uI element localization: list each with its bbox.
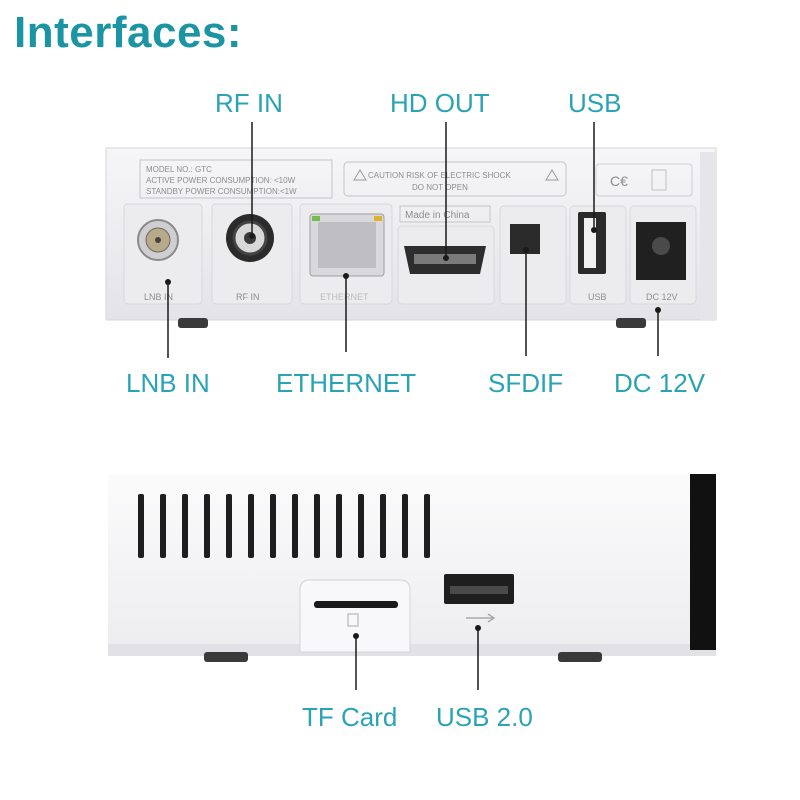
callout-dc-12v: DC 12V xyxy=(614,368,706,398)
rear-side xyxy=(700,152,716,320)
certification-box xyxy=(595,163,693,197)
usb2-port-tongue xyxy=(450,586,508,594)
leader-ethernet-dot xyxy=(343,273,349,279)
usb-port-label: USB xyxy=(588,292,607,302)
dc-port-label: DC 12V xyxy=(646,292,678,302)
active-power-text: ACTIVE POWER CONSUMPTION: <10W xyxy=(146,176,296,185)
warning-triangle-icon xyxy=(545,169,559,181)
dc-port-pin xyxy=(652,237,670,255)
leader-sfdif-dot xyxy=(523,247,529,253)
sd-card-icon xyxy=(347,613,359,627)
ethernet-led-icon xyxy=(312,216,320,221)
rear-foot-right xyxy=(616,318,646,328)
side-foot-left xyxy=(204,652,248,662)
spdif-recess xyxy=(499,205,567,305)
leader-rf-in-dot xyxy=(249,233,255,239)
recycle-bin-icon xyxy=(651,169,667,191)
ventilation-slots xyxy=(138,494,430,558)
page-heading: Interfaces: xyxy=(14,8,243,57)
side-front-bezel xyxy=(690,474,716,650)
tf-card-slot-icon xyxy=(314,601,398,608)
callout-sfdif: SFDIF xyxy=(488,368,564,398)
lnb-port-label: LNB IN xyxy=(144,292,173,302)
caution-label-box xyxy=(343,161,567,197)
lnb-connector-pin xyxy=(155,237,161,243)
made-in-box xyxy=(399,205,491,223)
tf-card-recess xyxy=(299,579,411,653)
rear-foot-left xyxy=(178,318,208,328)
leader-usb-dot xyxy=(591,227,597,233)
leader-lnb-in-dot xyxy=(165,279,171,285)
leader-hd-out-dot xyxy=(443,255,449,261)
side-bottom-edge xyxy=(108,644,716,656)
callout-lnb-in: LNB IN xyxy=(126,368,210,398)
rear-view: MODEL NO.: GTC ACTIVE POWER CONSUMPTION:… xyxy=(105,147,718,328)
callout-hd-out: HD OUT xyxy=(390,88,490,118)
callout-usb: USB xyxy=(568,88,622,118)
callout-ethernet: ETHERNET xyxy=(276,368,417,398)
callout-rf-in: RF IN xyxy=(215,88,283,118)
ethernet-led-icon xyxy=(374,216,382,221)
callout-tf-card: TF Card xyxy=(302,702,398,732)
side-view xyxy=(108,474,716,662)
leader-lines xyxy=(165,122,661,690)
ethernet-port-label: ETHERNET xyxy=(320,292,369,302)
standby-power-text: STANDBY POWER CONSUMPTION:<1W xyxy=(146,187,297,196)
ethernet-port-socket xyxy=(318,222,376,268)
rating-label-box xyxy=(139,159,333,199)
leader-tf-card-dot xyxy=(353,633,359,639)
made-in-text: Made in China xyxy=(405,210,470,221)
callout-usb-2: USB 2.0 xyxy=(436,702,533,732)
usb-symbol-icon xyxy=(466,613,496,623)
caution-text: CAUTION RISK OF ELECTRIC SHOCK xyxy=(368,171,511,180)
do-not-open-text: DO NOT OPEN xyxy=(412,183,468,192)
rf-port-label: RF IN xyxy=(236,292,260,302)
side-foot-right xyxy=(558,652,602,662)
ce-mark-icon: C€ xyxy=(610,173,628,189)
leader-usb2-dot xyxy=(475,625,481,631)
model-number-text: MODEL NO.: GTC xyxy=(146,165,212,174)
warning-triangle-icon xyxy=(353,169,367,181)
leader-dc-12v-dot xyxy=(655,307,661,313)
